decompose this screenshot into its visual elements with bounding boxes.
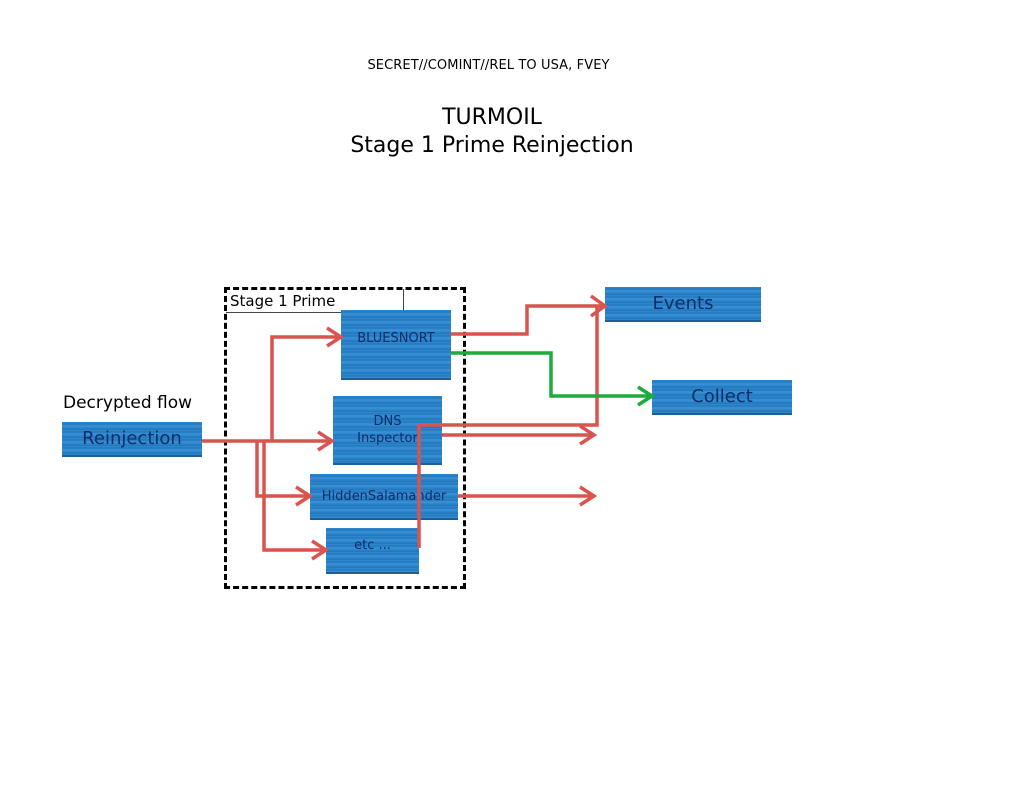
events-node: Events bbox=[605, 287, 761, 322]
decrypted-flow-label: Decrypted flow bbox=[63, 393, 193, 413]
arrowhead-etc bbox=[311, 539, 330, 561]
arrowhead-dns-out bbox=[579, 424, 598, 446]
stage1-prime-group bbox=[224, 287, 466, 589]
bluesnort-node-label: BLUESNORT bbox=[357, 331, 435, 346]
arrowhead-hidden-salamander bbox=[295, 485, 314, 507]
hidden-salamander-node: HiddenSalamander bbox=[310, 474, 458, 520]
flow-bluesnort-to-events bbox=[451, 304, 605, 336]
arrowhead-bluesnort bbox=[326, 326, 345, 348]
collect-node: Collect bbox=[652, 380, 792, 415]
flow-etc-to-events bbox=[417, 307, 599, 548]
arrowhead-collect bbox=[637, 385, 656, 407]
bluesnort-node: BLUESNORT bbox=[341, 310, 451, 380]
flow-to-etc bbox=[262, 441, 326, 552]
dns-inspector-label-line2: Inspector bbox=[357, 430, 418, 446]
flow-to-bluesnort bbox=[270, 335, 341, 441]
collect-node-label: Collect bbox=[691, 386, 753, 407]
arrowhead-hidden-salamander-out bbox=[579, 485, 598, 507]
etc-node-label: etc ... bbox=[354, 538, 391, 553]
page-title: TURMOIL bbox=[442, 105, 542, 130]
hidden-salamander-label: HiddenSalamander bbox=[321, 488, 447, 504]
classification-marking: SECRET//COMINT//REL TO USA, FVEY bbox=[367, 58, 610, 73]
reinjection-node-label: Reinjection bbox=[82, 428, 182, 449]
events-node-label: Events bbox=[652, 293, 714, 314]
flow-bluesnort-to-collect bbox=[451, 351, 652, 398]
reinjection-node: Reinjection bbox=[62, 422, 202, 457]
stage1-prime-label: Stage 1 Prime bbox=[226, 289, 404, 313]
page-subtitle: Stage 1 Prime Reinjection bbox=[350, 133, 634, 158]
arrowhead-events bbox=[589, 294, 609, 318]
etc-node: etc ... bbox=[326, 528, 419, 574]
arrowhead-dns bbox=[317, 430, 336, 452]
dns-inspector-node: DNS Inspector bbox=[333, 396, 442, 465]
flow-to-hidden-salamander bbox=[255, 441, 310, 498]
dns-inspector-label-line1: DNS bbox=[373, 413, 402, 429]
